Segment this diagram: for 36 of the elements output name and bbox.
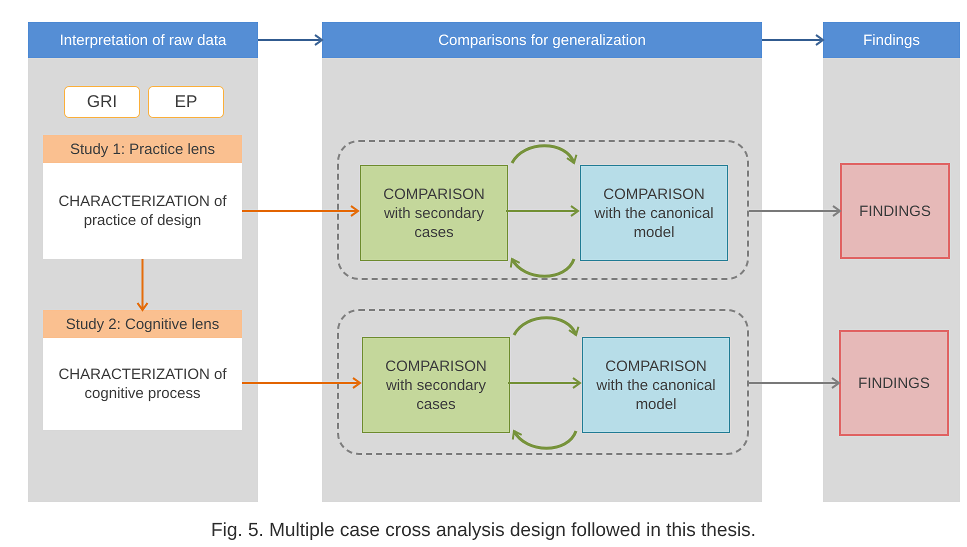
node-text: CHARACTERIZATION of practice of design [57, 192, 228, 231]
figure-caption: Fig. 5. Multiple case cross analysis design followed in this thesis. [210, 520, 757, 542]
tag-box: EP [148, 86, 224, 118]
arrow [510, 258, 576, 278]
arrow [749, 377, 840, 389]
column-panel [823, 22, 960, 502]
arrow [506, 205, 579, 217]
column-panel [322, 22, 762, 502]
column-panel [28, 22, 258, 502]
arrow [749, 205, 841, 217]
arrow [258, 34, 323, 46]
findings-box: FINDINGS [839, 330, 949, 436]
comparison-box: COMPARISON with secondary cases [360, 165, 508, 261]
study-heading: Study 2: Cognitive lens [43, 310, 242, 338]
dashed-group-frame [337, 140, 749, 280]
column-header: Interpretation of raw data [28, 22, 258, 58]
column-header: Comparisons for generalization [322, 22, 762, 58]
arrow [512, 430, 578, 450]
column-header: Findings [823, 22, 960, 58]
tag-box: GRI [64, 86, 140, 118]
arrow [762, 34, 824, 46]
comparison-box: COMPARISON with the canonical model [580, 165, 728, 261]
arrow [136, 259, 148, 311]
study-card [43, 310, 242, 430]
node-text: CHARACTERIZATION of cognitive process [57, 365, 228, 404]
arrow [512, 316, 578, 336]
arrow [510, 144, 576, 164]
arrow [242, 377, 361, 389]
study-heading: Study 1: Practice lens [43, 135, 242, 163]
dashed-group-frame [337, 309, 749, 455]
study-card [43, 135, 242, 259]
arrow [242, 205, 359, 217]
findings-box: FINDINGS [840, 163, 950, 259]
comparison-box: COMPARISON with the canonical model [582, 337, 730, 433]
arrow [508, 377, 581, 389]
comparison-box: COMPARISON with secondary cases [362, 337, 510, 433]
